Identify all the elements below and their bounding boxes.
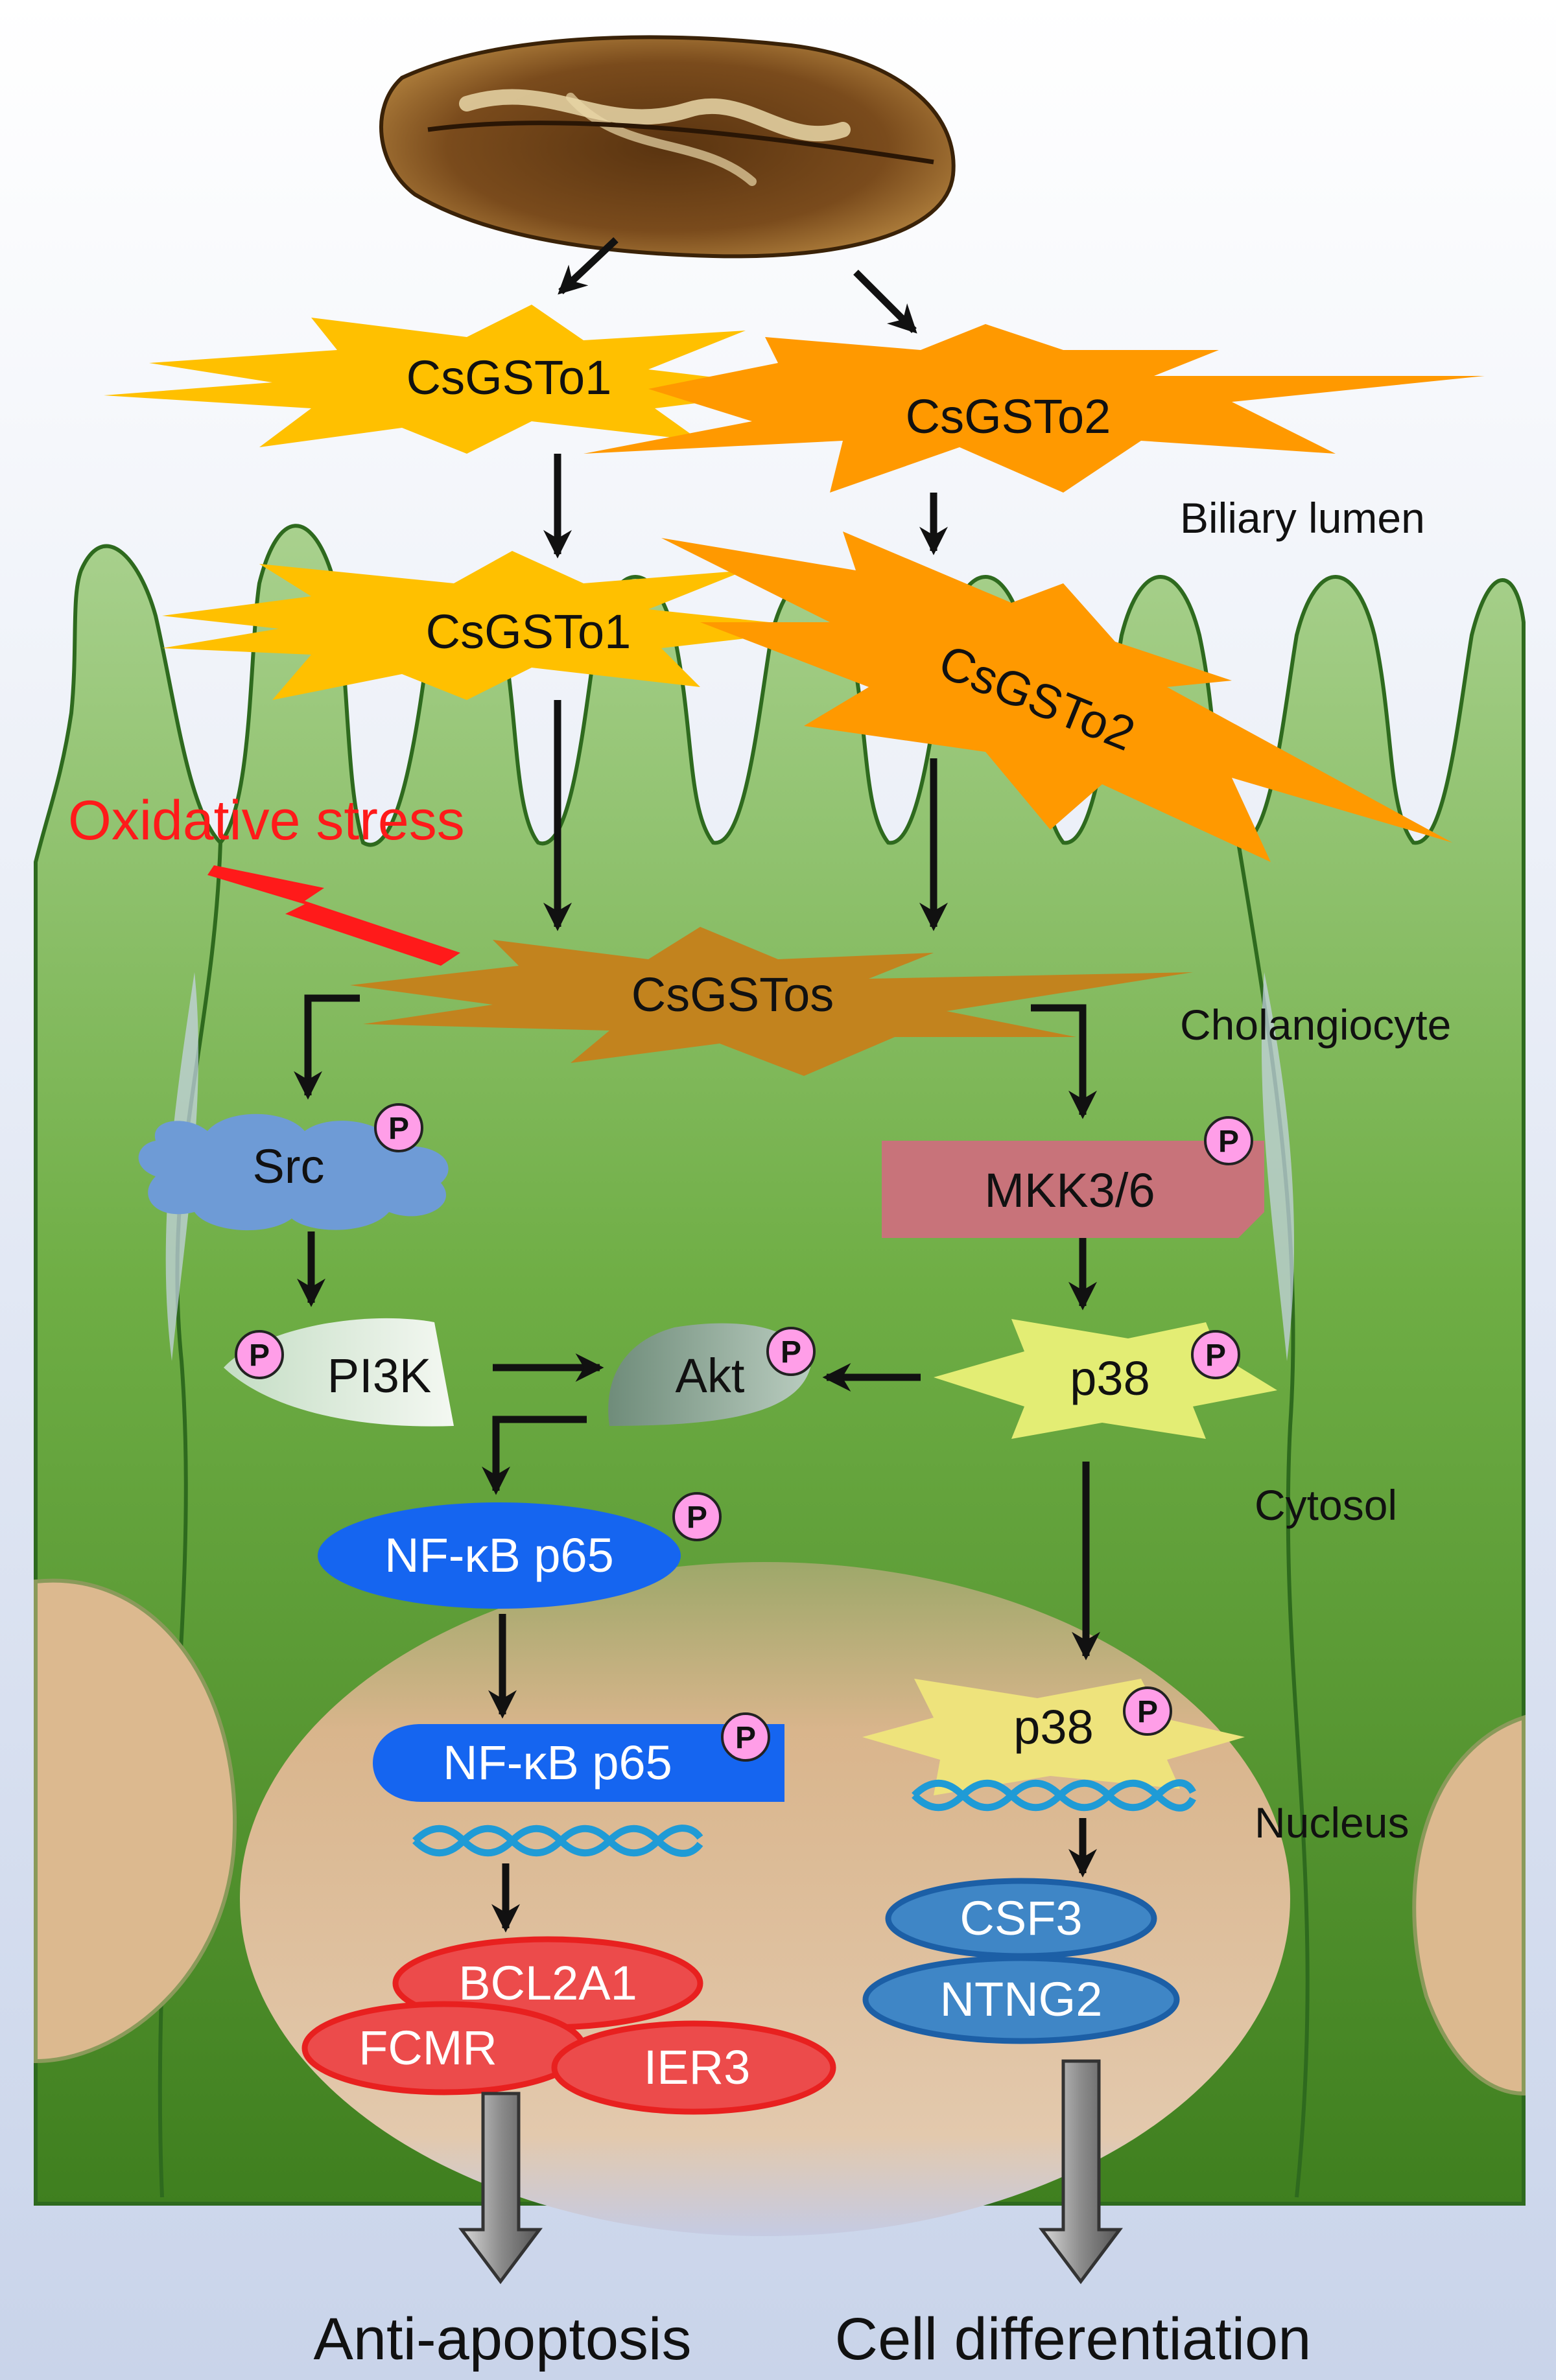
svg-text:CsGSTo1: CsGSTo1 — [426, 605, 631, 659]
p38-cytosol-node: p38 — [934, 1319, 1277, 1439]
phospho-badge-p38-nucleus: P — [1123, 1686, 1172, 1736]
lightning-bolt-icon — [207, 865, 460, 966]
svg-text:IER3: IER3 — [644, 2040, 751, 2094]
phospho-badge-nfkb-nucleus: P — [721, 1712, 770, 1762]
csgsto2-membrane: CsGSTo2 — [661, 531, 1452, 862]
phospho-badge-p38-cytosol: P — [1191, 1330, 1240, 1379]
svg-text:NTNG2: NTNG2 — [940, 1972, 1103, 2026]
svg-text:BCL2A1: BCL2A1 — [458, 1956, 637, 2010]
src-node: Src — [138, 1114, 449, 1231]
label-nucleus: Nucleus — [1255, 1799, 1409, 1847]
neighbor-nucleus-right — [1412, 1714, 1526, 2096]
svg-text:P: P — [388, 1112, 409, 1146]
phospho-badge-mkk36: P — [1204, 1116, 1253, 1165]
svg-text:P: P — [781, 1335, 801, 1370]
dna-helix-icon — [412, 1825, 703, 1857]
svg-text:NF-κB p65: NF-κB p65 — [443, 1736, 672, 1790]
neighbor-nucleus-left — [34, 1578, 237, 2064]
svg-text:Akt: Akt — [676, 1349, 745, 1403]
svg-text:P: P — [1218, 1125, 1239, 1159]
oxidative-stress-label: Oxidative stress — [68, 789, 465, 852]
svg-text:P: P — [1137, 1695, 1158, 1729]
intercellular-gap-right — [1261, 972, 1295, 1361]
phospho-badge-nfkb-cytosol: P — [672, 1492, 722, 1541]
outcome-arrow-left — [458, 2092, 543, 2285]
label-biliary-lumen: Biliary lumen — [1180, 494, 1425, 542]
dna-helix-icon — [912, 1779, 1196, 1812]
nfkb-p65-cytosol-node: NF-κB p65 — [318, 1502, 681, 1609]
svg-text:CSF3: CSF3 — [960, 1891, 1082, 1945]
svg-text:PI3K: PI3K — [327, 1349, 431, 1403]
svg-text:P: P — [249, 1338, 270, 1373]
nfkb-p65-nucleus-node: NF-κB p65 — [373, 1724, 784, 1802]
ier3-gene: IER3 — [551, 2020, 836, 2115]
svg-text:P: P — [735, 1721, 756, 1755]
csgsto1-membrane: CsGSTo1 — [162, 551, 830, 700]
svg-text:NF-κB p65: NF-κB p65 — [384, 1528, 614, 1582]
svg-text:CsGSTo1: CsGSTo1 — [407, 351, 612, 404]
svg-text:p38: p38 — [1013, 1700, 1093, 1754]
pathway-arrows — [294, 237, 1100, 1933]
csgsto1-lumen: CsGSTo1 — [104, 305, 810, 454]
phospho-badge-akt: P — [766, 1327, 816, 1376]
csgsto2-lumen: CsGSTo2 — [584, 324, 1485, 493]
svg-text:CsGSTos: CsGSTos — [631, 968, 834, 1021]
label-cholangiocyte: Cholangiocyte — [1180, 1001, 1451, 1049]
label-cytosol: Cytosol — [1255, 1481, 1397, 1529]
outcome-arrow-right — [1039, 2059, 1123, 2285]
csf3-gene: CSF3 — [885, 1878, 1157, 1959]
fcmr-gene: FCMR — [301, 2001, 587, 2095]
outcome-label-left: Anti-apoptosis — [314, 2306, 692, 2372]
svg-text:Src: Src — [253, 1139, 325, 1193]
liver-fluke-image — [379, 35, 956, 259]
svg-text:p38: p38 — [1070, 1351, 1149, 1405]
ntng2-gene: NTNG2 — [862, 1955, 1180, 2044]
akt-node: Akt — [608, 1323, 810, 1426]
svg-text:MKK3/6: MKK3/6 — [984, 1163, 1155, 1217]
phospho-badge-pi3k: P — [235, 1330, 284, 1379]
svg-text:P: P — [1205, 1338, 1226, 1373]
outcome-label-right: Cell differentiation — [835, 2306, 1312, 2372]
mkk36-node: MKK3/6 — [882, 1141, 1264, 1238]
csgstos-complex: CsGSTos — [350, 927, 1193, 1076]
phospho-badge-src: P — [374, 1103, 423, 1152]
svg-text:CsGSTo2: CsGSTo2 — [906, 390, 1111, 443]
svg-text:P: P — [687, 1500, 707, 1535]
svg-text:FCMR: FCMR — [359, 2021, 497, 2075]
